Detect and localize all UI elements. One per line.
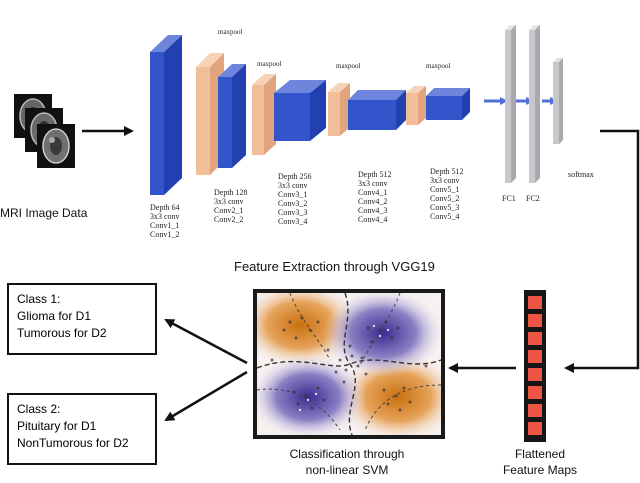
block-1-layer-1: Conv1_1 [150, 221, 180, 230]
block-5-depth: Depth 512 [430, 167, 464, 176]
maxpool-label-4: maxpool [426, 62, 451, 70]
feature-cell [528, 296, 542, 309]
block-4-layer-3: Conv4_3 [358, 206, 388, 215]
flattened-caption-line-1: Flattened [514, 447, 566, 461]
block-5-layer-3: Conv5_3 [430, 203, 460, 212]
block-4-layer-4: Conv4_4 [358, 215, 388, 224]
class-2-line-2: NonTumorous for D2 [17, 436, 129, 450]
conv-block-2-caption: Depth 128 3x3 conv Conv2_1 Conv2_2 [214, 188, 248, 224]
flattened-caption-line-2: Feature Maps [502, 463, 578, 477]
maxpool-label-3: maxpool [336, 62, 361, 70]
block-5-layer-2: Conv5_2 [430, 194, 460, 203]
mri-image-label: MRI Image Data [0, 206, 88, 220]
feature-cell [528, 404, 542, 417]
vgg19-caption: Feature Extraction through VGG19 [234, 259, 435, 274]
class-1-line-1: Glioma for D1 [17, 309, 92, 323]
flattened-feature-column [524, 290, 546, 442]
class-1-title: Class 1: [17, 292, 61, 306]
block-1-depth: Depth 64 [150, 203, 180, 212]
conv-block-3 [274, 80, 326, 141]
block-2-depth: Depth 128 [214, 188, 248, 197]
block-3-depth: Depth 256 [278, 172, 312, 181]
softmax-label: softmax [568, 170, 594, 179]
maxpool-block-2 [252, 74, 276, 155]
block-3-layer-1: Conv3_1 [278, 190, 308, 199]
mri-image-stack [14, 94, 75, 168]
block-3-layer-3: Conv3_3 [278, 208, 308, 217]
block-3-layer-2: Conv3_2 [278, 199, 308, 208]
block-5-layer-4: Conv5_4 [430, 212, 460, 221]
fc2-label: FC2 [526, 194, 540, 203]
block-2-conv: 3x3 conv [214, 197, 244, 206]
maxpool-label-2: maxpool [257, 60, 282, 68]
svm-decision-plot [253, 289, 445, 439]
maxpool-block-3 [328, 83, 350, 136]
block-2-layer-1: Conv2_1 [214, 206, 244, 215]
conv-block-4 [348, 90, 406, 130]
conv-block-1 [150, 35, 182, 195]
arrow-svm-to-class1 [164, 318, 248, 365]
svm-caption-line-2: non-linear SVM [305, 463, 389, 477]
block-4-depth: Depth 512 [358, 170, 392, 179]
block-3-conv: 3x3 conv [278, 181, 308, 190]
block-2-layer-2: Conv2_2 [214, 215, 244, 224]
block-1-layer-2: Conv1_2 [150, 230, 180, 239]
conv-block-2 [218, 64, 246, 168]
conv-block-1-caption: Depth 64 3x3 conv Conv1_1 Conv1_2 [150, 203, 180, 239]
svm-caption: Classification through non-linear SVM [262, 446, 432, 478]
class-1-line-2: Tumorous for D2 [17, 326, 107, 340]
fc1-label: FC1 [502, 194, 516, 203]
class-2-box: Class 2: Pituitary for D1 NonTumorous fo… [7, 393, 157, 465]
class-2-title: Class 2: [17, 402, 61, 416]
svm-caption-line-1: Classification through [289, 447, 405, 461]
maxpool-block-4 [406, 86, 426, 125]
arrow-svm-to-class2 [164, 370, 248, 422]
arrow-vgg-to-flattened [564, 129, 640, 373]
block-4-layer-1: Conv4_1 [358, 188, 388, 197]
class-1-box: Class 1: Glioma for D1 Tumorous for D2 [7, 283, 157, 355]
softmax-layer [553, 58, 563, 144]
conv-block-5 [426, 88, 470, 120]
class-2-line-1: Pituitary for D1 [17, 419, 97, 433]
mri-slice [37, 124, 75, 168]
block-4-conv: 3x3 conv [358, 179, 388, 188]
feature-cell [528, 332, 542, 345]
block-5-layer-1: Conv5_1 [430, 185, 460, 194]
conv-block-3-caption: Depth 256 3x3 conv Conv3_1 Conv3_2 Conv3… [278, 172, 312, 226]
feature-cell [528, 368, 542, 381]
feature-cell [528, 422, 542, 435]
flattened-caption: Flattened Feature Maps [490, 446, 590, 478]
conv-block-5-caption: Depth 512 3x3 conv Conv5_1 Conv5_2 Conv5… [430, 167, 464, 221]
feature-cell [528, 350, 542, 363]
feature-cell [528, 314, 542, 327]
block-1-conv: 3x3 conv [150, 212, 180, 221]
block-4-layer-2: Conv4_2 [358, 197, 388, 206]
vgg19-network [150, 25, 563, 195]
block-3-layer-4: Conv3_4 [278, 217, 308, 226]
maxpool-label-1: maxpool [218, 28, 243, 36]
fc2-layer [529, 25, 540, 183]
fc1-layer [505, 25, 516, 183]
conv-block-4-caption: Depth 512 3x3 conv Conv4_1 Conv4_2 Conv4… [358, 170, 392, 224]
feature-cell [528, 386, 542, 399]
block-5-conv: 3x3 conv [430, 176, 460, 185]
